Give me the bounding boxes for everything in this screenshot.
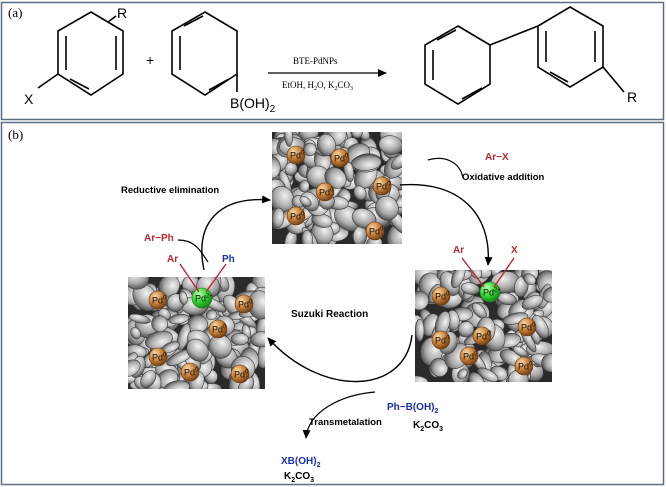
ligand-bonds-left xyxy=(179,263,227,293)
svg-text:Pd0: Pd0 xyxy=(152,296,167,306)
pd0-nanoparticle: Pd0 xyxy=(286,145,306,165)
ligand-ar-left: Ar xyxy=(167,254,178,265)
ligand-x-right: X xyxy=(511,245,518,256)
pd0-nanoparticle: Pd0 xyxy=(459,346,479,366)
svg-text:Pd0: Pd0 xyxy=(435,292,450,302)
plus-sign: + xyxy=(146,52,154,68)
svg-text:Pd0: Pd0 xyxy=(290,212,305,222)
ligand-ar-right: Ar xyxy=(453,245,464,256)
pd0-nanoparticle: Pd0 xyxy=(517,317,537,337)
pd0-nanoparticle: Pd0 xyxy=(234,294,254,314)
reactant1-x-label: X xyxy=(24,91,34,107)
svg-text:Pd2+: Pd2+ xyxy=(483,288,501,298)
pd2-active-site: Pd2+ xyxy=(479,281,501,303)
svg-text:Pd0: Pd0 xyxy=(463,352,478,362)
svg-text:Pd0: Pd0 xyxy=(212,325,227,335)
base-k2co3: K2CO3 xyxy=(413,420,443,433)
reactant2-benzene xyxy=(171,11,238,96)
panel-b-label: (b) xyxy=(8,127,23,142)
svg-text:Pd0: Pd0 xyxy=(234,370,249,380)
svg-text:Pd0: Pd0 xyxy=(290,151,305,161)
pd0-nanoparticle: Pd0 xyxy=(431,286,451,306)
pd0-nanoparticle: Pd0 xyxy=(230,364,250,384)
pd0-nanoparticle: Pd0 xyxy=(330,148,350,168)
pd0-nanoparticle: Pd0 xyxy=(148,347,168,367)
svg-text:Pd0: Pd0 xyxy=(184,368,199,378)
boronic-acid-label: B(OH)2 xyxy=(230,95,276,115)
ligand-ph-left: Ph xyxy=(222,254,235,265)
panel-b-frame xyxy=(0,121,665,486)
pd0-nanoparticle: Pd0 xyxy=(514,356,534,376)
svg-text:Pd0: Pd0 xyxy=(369,227,384,237)
pd0-nanoparticle: Pd0 xyxy=(472,326,492,346)
pd2-active-site: Pd2+ xyxy=(191,287,213,309)
svg-text:Pd2+: Pd2+ xyxy=(195,294,213,304)
oxidative-addition-label: Oxidative addition xyxy=(462,172,545,183)
reductive-elimination-label: Reductive elimination xyxy=(121,185,219,196)
svg-text:Pd0: Pd0 xyxy=(518,362,533,372)
reactant1-r-label: R xyxy=(117,5,127,21)
oxidative-addition-arrow xyxy=(399,183,493,266)
cycle-title: Suzuki Reaction xyxy=(291,309,368,320)
ph-boronic-reagent: Ph−B(OH)2 xyxy=(387,402,439,415)
panel-a-label: (a) xyxy=(8,5,22,20)
pd0-nanoparticle: Pd0 xyxy=(365,221,385,241)
svg-text:Pd0: Pd0 xyxy=(152,353,167,363)
pd0-nanoparticle: Pd0 xyxy=(315,182,335,202)
pd0-nanoparticle: Pd0 xyxy=(286,206,306,226)
pd0-nanoparticle: Pd0 xyxy=(208,319,228,339)
product-exit-curve xyxy=(177,239,209,263)
byproduct-exit-arrow xyxy=(302,391,376,439)
svg-text:Pd0: Pd0 xyxy=(238,300,253,310)
reactant1-benzene xyxy=(37,11,124,96)
svg-text:Pd0: Pd0 xyxy=(521,323,536,333)
panel-a-frame xyxy=(0,1,665,121)
svg-text:Pd0: Pd0 xyxy=(319,188,334,198)
pd0-nanoparticle: Pd0 xyxy=(372,176,392,196)
arx-entry-curve xyxy=(427,157,464,179)
svg-text:Pd0: Pd0 xyxy=(376,182,391,192)
catalyst-label: BTE-PdNPs xyxy=(293,56,338,66)
byproduct-base-k2co3: K2CO3 xyxy=(284,471,314,484)
pd0-nanoparticle: Pd0 xyxy=(148,290,168,310)
transmetalation-arrow xyxy=(267,334,413,383)
ar-x-reagent: Ar−X xyxy=(485,152,509,163)
transmetalation-label: Transmetalation xyxy=(309,417,382,428)
svg-text:Pd0: Pd0 xyxy=(334,154,349,164)
product-biphenyl xyxy=(424,6,625,105)
product-r-label: R xyxy=(627,89,637,105)
ligand-bonds-right xyxy=(461,257,515,288)
byproduct-xboh2: XB(OH)2 xyxy=(281,456,321,469)
svg-text:Pd0: Pd0 xyxy=(476,332,491,342)
reductive-elimination-arrow xyxy=(201,195,271,271)
svg-text:Pd0: Pd0 xyxy=(435,336,450,346)
ar-ph-product: Ar−Ph xyxy=(144,233,174,244)
pd0-nanoparticle: Pd0 xyxy=(180,362,200,382)
conditions-label: EtOH, H2O, K2CO3 xyxy=(282,80,353,92)
pd0-nanoparticle: Pd0 xyxy=(431,330,451,350)
